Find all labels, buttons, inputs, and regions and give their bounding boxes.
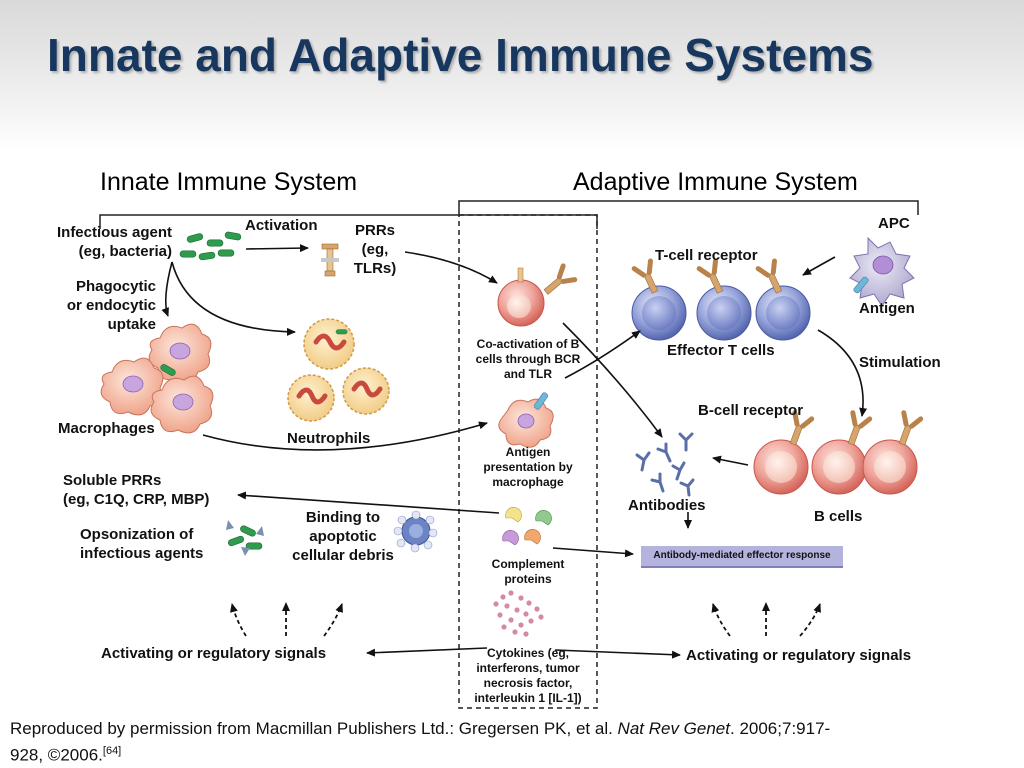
- label-activation: Activation: [245, 217, 318, 234]
- label-phagocytic-uptake: Phagocytic or endocytic uptake: [66, 278, 156, 333]
- label-binding-debris: Binding to apoptotic cellular debris: [292, 509, 394, 564]
- label-activating-signals-left: Activating or regulatory signals: [101, 645, 327, 662]
- label-neutrophils: Neutrophils: [287, 430, 371, 447]
- label-cytokines: Cytokines (eg, interferons, tumor necros…: [474, 646, 582, 705]
- label-activating-signals-right: Activating or regulatory signals: [686, 647, 912, 664]
- citation-text: Reproduced by permission from Macmillan …: [10, 719, 618, 738]
- label-soluble-prrs: Soluble PRRs (eg, C1Q, CRP, MBP): [63, 472, 210, 508]
- label-antigen: Antigen: [859, 300, 915, 317]
- label-b-cell-receptor: B-cell receptor: [698, 402, 804, 419]
- antibody-effector-response-box: Antibody-mediated effector response: [641, 546, 843, 568]
- label-stimulation: Stimulation: [859, 354, 941, 371]
- citation-ref: [64]: [102, 745, 122, 757]
- label-b-cells: B cells: [814, 508, 863, 525]
- label-antibodies: Antibodies: [628, 497, 706, 514]
- label-apc: APC: [878, 215, 910, 232]
- innate-section-header: Innate Immune System: [100, 168, 358, 196]
- slide-title: Innate and Adaptive Immune Systems: [47, 29, 874, 81]
- label-effector-t-cells: Effector T cells: [667, 342, 775, 359]
- label-opsonization: Opsonization of infectious agents: [80, 526, 204, 562]
- citation-volume: . 2006;7:917-: [730, 719, 831, 738]
- adaptive-section-header: Adaptive Immune System: [573, 168, 858, 196]
- label-coactivation: Co-activation of B cells through BCR and…: [475, 337, 581, 381]
- label-antigen-presentation: Antigen presentation by macrophage: [483, 445, 573, 489]
- label-complement-proteins: Complement proteins: [491, 557, 565, 586]
- label-infectious-agent: Infectious agent (eg, bacteria): [56, 224, 172, 260]
- citation-journal: Nat Rev Genet: [617, 719, 730, 738]
- citation-footer: Reproduced by permission from Macmillan …: [10, 718, 830, 767]
- label-t-cell-receptor: T-cell receptor: [655, 247, 758, 264]
- label-prrs: PRRs (eg, TLRs): [353, 222, 397, 277]
- citation-line2: 928, ©2006.: [10, 745, 103, 765]
- label-macrophages: Macrophages: [58, 420, 155, 437]
